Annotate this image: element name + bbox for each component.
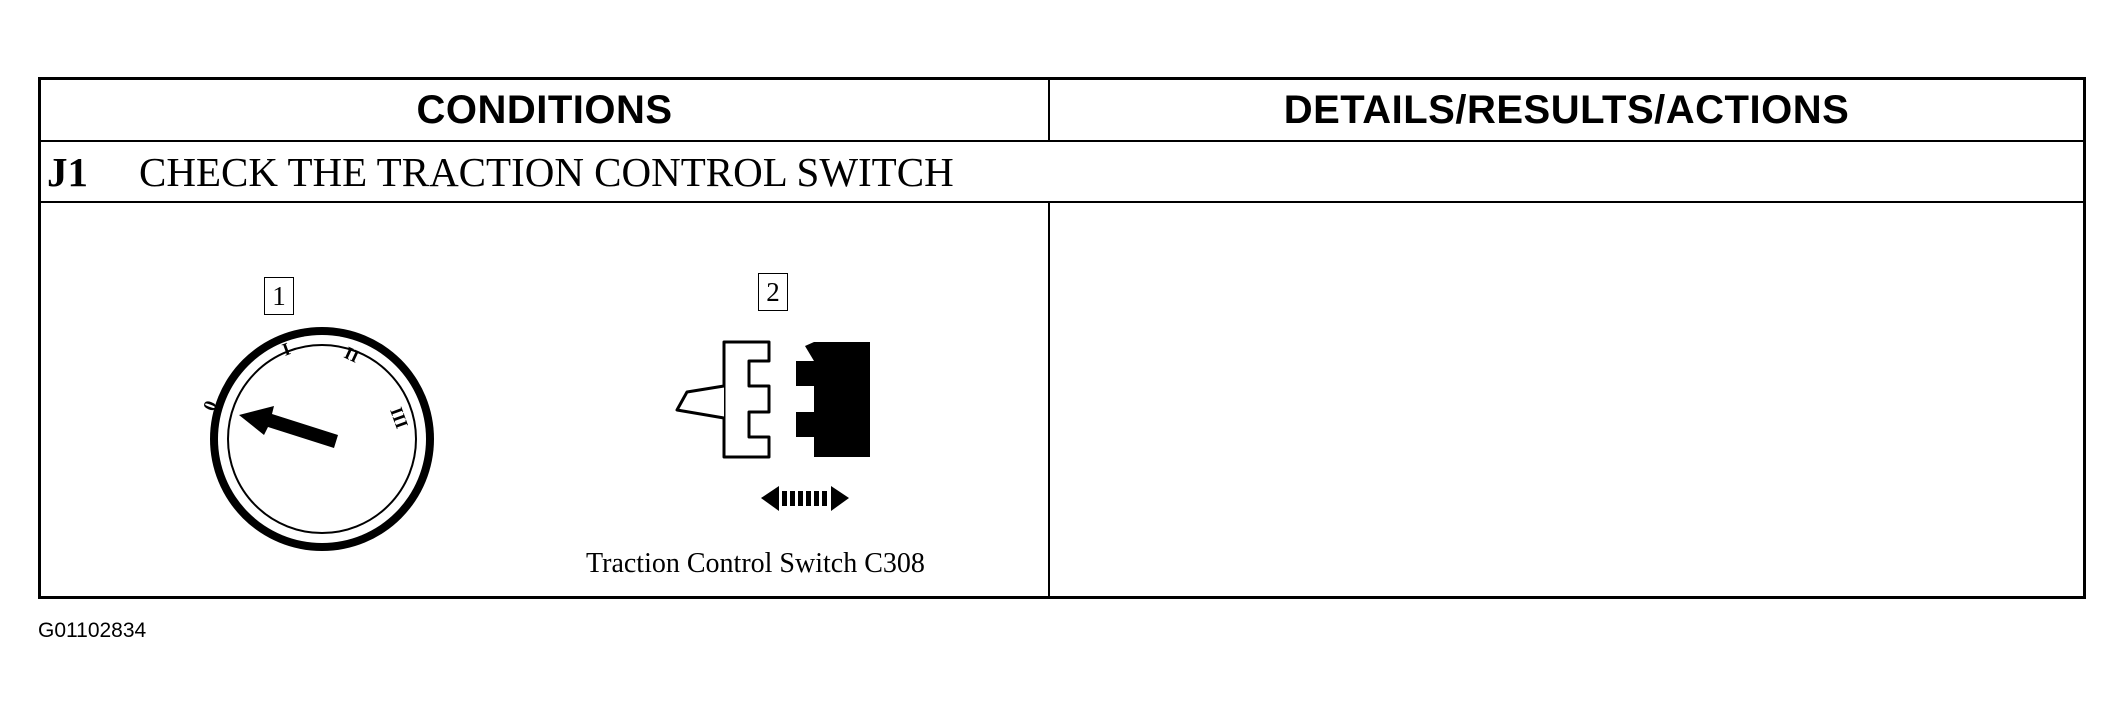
step-title-row: J1 CHECK THE TRACTION CONTROL SWITCH <box>47 142 954 201</box>
column-divider-body <box>1048 203 1050 596</box>
dial-pointer-arrow-icon <box>239 406 338 448</box>
arrow-left-icon <box>761 486 779 511</box>
diagnostic-table: CONDITIONS DETAILS/RESULTS/ACTIONS J1 CH… <box>38 77 2086 599</box>
figure-id: G01102834 <box>38 619 147 642</box>
figure-2-label: 2 <box>758 273 788 311</box>
step-code: J1 <box>47 148 88 195</box>
step-title: CHECK THE TRACTION CONTROL SWITCH <box>139 148 954 195</box>
conditions-header: CONDITIONS <box>416 87 673 132</box>
row-divider-header <box>41 140 2083 142</box>
row-divider-title <box>41 201 2083 203</box>
ignition-switch-icon: 0 I II III <box>199 327 434 551</box>
connector-c308-icon <box>675 340 870 511</box>
figure-caption: Traction Control Switch C308 <box>586 548 925 579</box>
arrow-right-icon <box>831 486 849 511</box>
column-divider-top <box>1048 80 1050 140</box>
figure-1-label: 1 <box>264 277 294 315</box>
details-header: DETAILS/RESULTS/ACTIONS <box>1283 87 1850 132</box>
